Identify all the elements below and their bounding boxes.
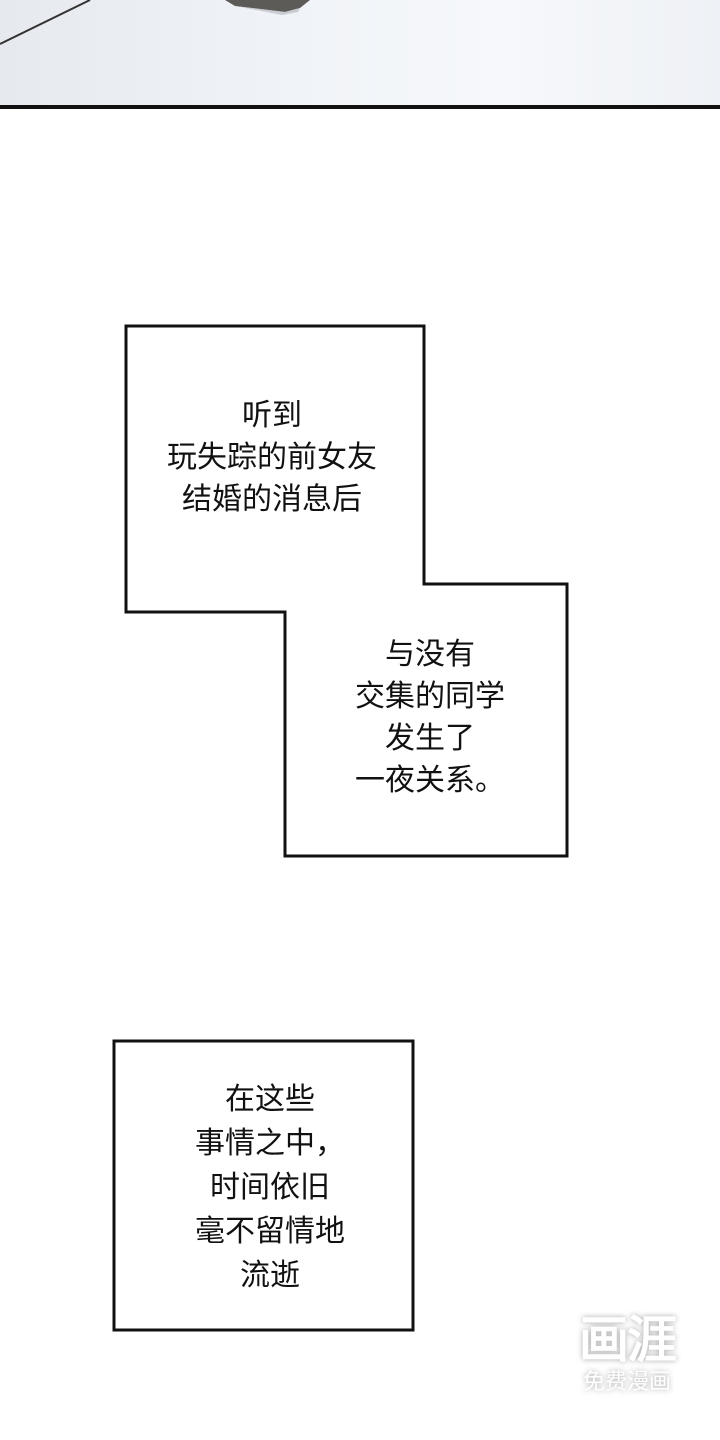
caption-line: 与没有 [385,637,475,672]
caption-line: 时间依旧 [210,1170,330,1205]
caption-text-1: 听到 玩失踪的前女友 结婚的消息后 [126,395,418,521]
caption-line: 事情之中， [195,1126,345,1161]
caption-line: 交集的同学 [355,679,505,714]
caption-line: 听到 [242,398,302,433]
caption-text-3: 在这些 事情之中， 时间依旧 毫不留情地 流逝 [120,1078,420,1298]
caption-line: 流逝 [240,1258,300,1293]
caption-line: 玩失踪的前女友 [167,440,377,475]
watermark-subtitle: 免费漫画 [582,1370,671,1395]
caption-line: 结婚的消息后 [182,482,362,517]
caption-line: 一夜关系。 [355,763,505,798]
watermark-logo: 画涯 [579,1311,677,1369]
caption-text-2: 与没有 交集的同学 发生了 一夜关系。 [290,634,570,802]
panel-border [0,105,720,109]
watermark: 画涯 免费漫画 [562,1312,692,1398]
caption-frame-1-2 [124,324,569,858]
comic-panel-top [0,0,720,106]
panel-artwork [0,0,310,45]
caption-line: 在这些 [225,1082,315,1117]
caption-frame-3 [112,1039,415,1332]
caption-line: 毫不留情地 [195,1214,345,1249]
caption-line: 发生了 [385,721,475,756]
